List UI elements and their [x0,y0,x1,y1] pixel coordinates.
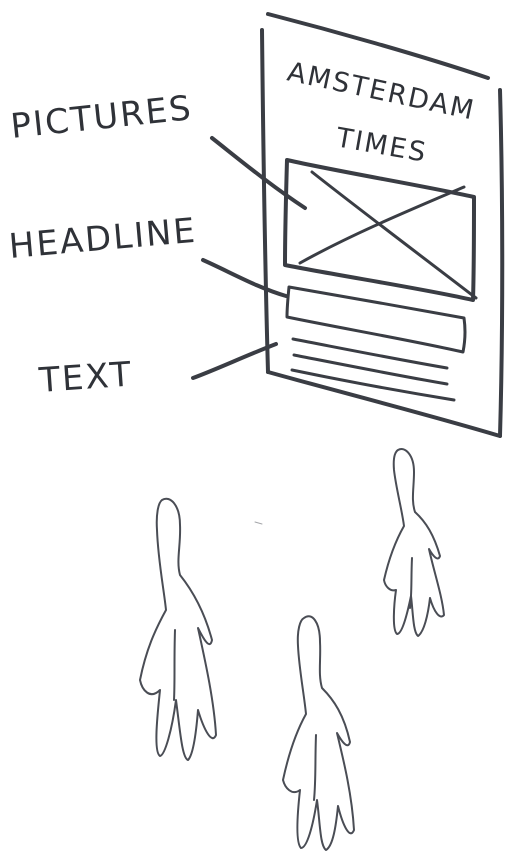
poster-bottom-edge [268,372,500,436]
poster-left-edge [262,30,268,372]
picture-placeholder [285,160,476,300]
person-1-outline [140,499,216,760]
pictures-label: PICTURES [9,88,195,147]
pictures-pointer [212,138,305,208]
stray-mark [255,522,262,524]
text-pointer [193,344,276,378]
person-3-fold [410,558,412,608]
poster-title-line2: TIMES [333,122,430,169]
poster-right-edge [500,90,502,436]
headline-pointer [203,260,286,296]
person-figure-3 [384,449,444,636]
newspaper-poster: AMSTERDAM TIMES [262,14,502,436]
person-3-outline [384,449,444,636]
person-figure-1 [140,499,216,760]
picture-frame [285,160,474,300]
person-2-fold [314,735,316,800]
headline-label: HEADLINE [7,211,198,267]
text-line-2 [294,355,447,384]
text-label: TEXT [37,355,134,402]
person-figure-2 [283,616,354,850]
person-2-outline [283,616,354,850]
person-1-fold [174,630,175,700]
